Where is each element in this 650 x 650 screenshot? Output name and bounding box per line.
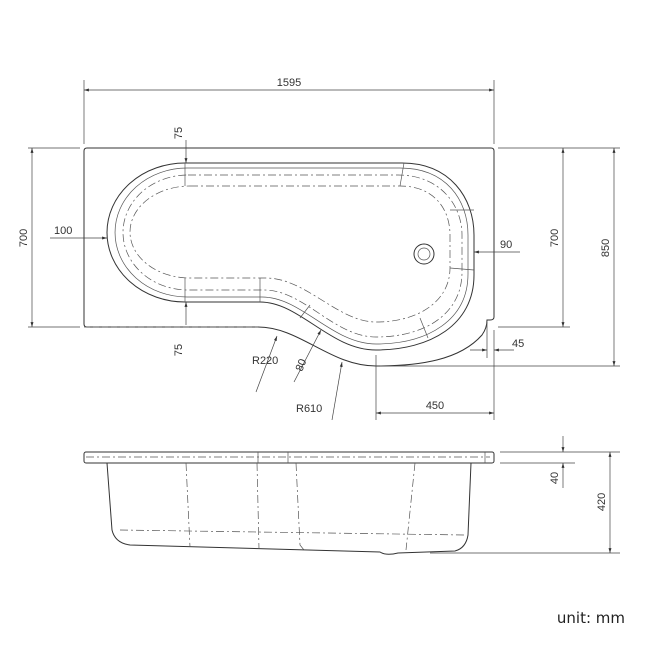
bowl-rim-outer	[106, 162, 475, 351]
dim-radius-outer: R610	[296, 403, 322, 415]
top-view	[83, 147, 495, 367]
dim-rim-bottom: 75	[173, 344, 185, 356]
dim-width-left: 700	[18, 229, 30, 247]
bowl-rim-inner	[114, 167, 469, 345]
dim-width-max: 850	[600, 239, 612, 257]
bowl-edge-dashed	[122, 174, 463, 338]
dim-radius-inner: R220	[252, 355, 278, 367]
dim-step: 45	[512, 338, 524, 350]
outer-outline	[83, 147, 495, 367]
dim-rim-right: 90	[500, 239, 512, 251]
side-dimensions: 40 420	[430, 436, 620, 554]
dim-shower-width: 450	[426, 400, 444, 412]
side-view	[83, 451, 495, 555]
dim-rim-curve: 80	[294, 357, 310, 373]
tub-body	[106, 462, 472, 555]
segment-lines	[184, 162, 475, 339]
unit-label: unit: mm	[557, 609, 625, 627]
rim	[83, 451, 495, 464]
dim-rim-end: 100	[54, 225, 72, 237]
drain	[413, 243, 435, 265]
bowl-floor-dashed	[129, 185, 451, 323]
dim-rim-thickness: 40	[549, 472, 561, 484]
dim-length: 1595	[277, 77, 301, 89]
dim-rim-top: 75	[173, 127, 185, 139]
dim-width-right: 700	[549, 229, 561, 247]
dim-height: 420	[596, 493, 608, 511]
top-dimensions: 1595 75 75 100 90 700 700 850 45 R220 80…	[18, 77, 620, 421]
